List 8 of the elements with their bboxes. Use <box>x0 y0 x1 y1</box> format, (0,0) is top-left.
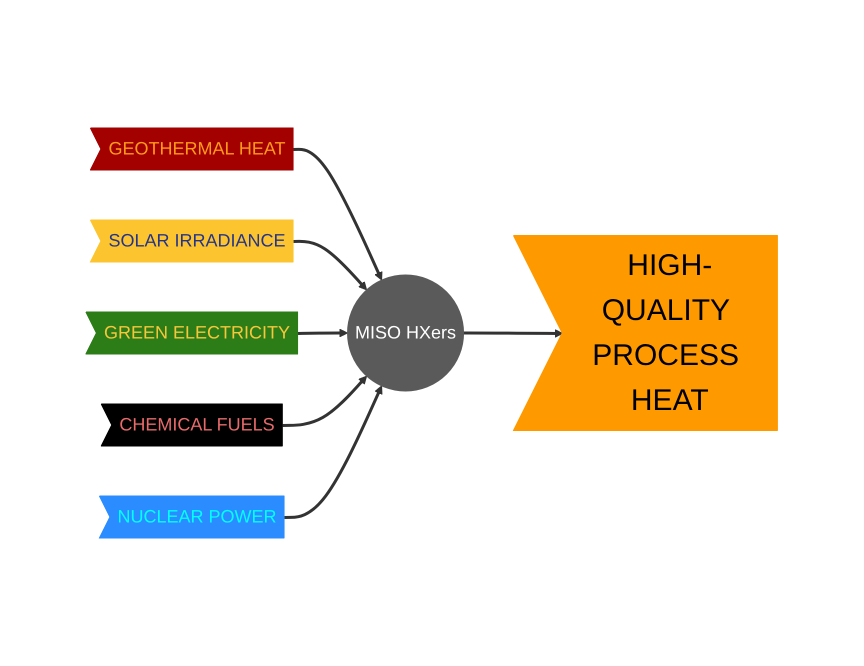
arrow <box>284 385 383 519</box>
arrow <box>294 240 368 290</box>
arrow <box>283 376 368 427</box>
arrow <box>294 148 383 281</box>
flow-diagram: GEOTHERMAL HEAT SOLAR IRRADIANCE GREEN ELECTRICITY CHEMICAL FUELS NUCLEAR POWER MISO HXers HIGH-QUALITY PROCESS HEAT <box>78 120 786 546</box>
node-circle <box>347 274 464 392</box>
arrow <box>464 329 564 338</box>
arrow <box>298 328 348 338</box>
